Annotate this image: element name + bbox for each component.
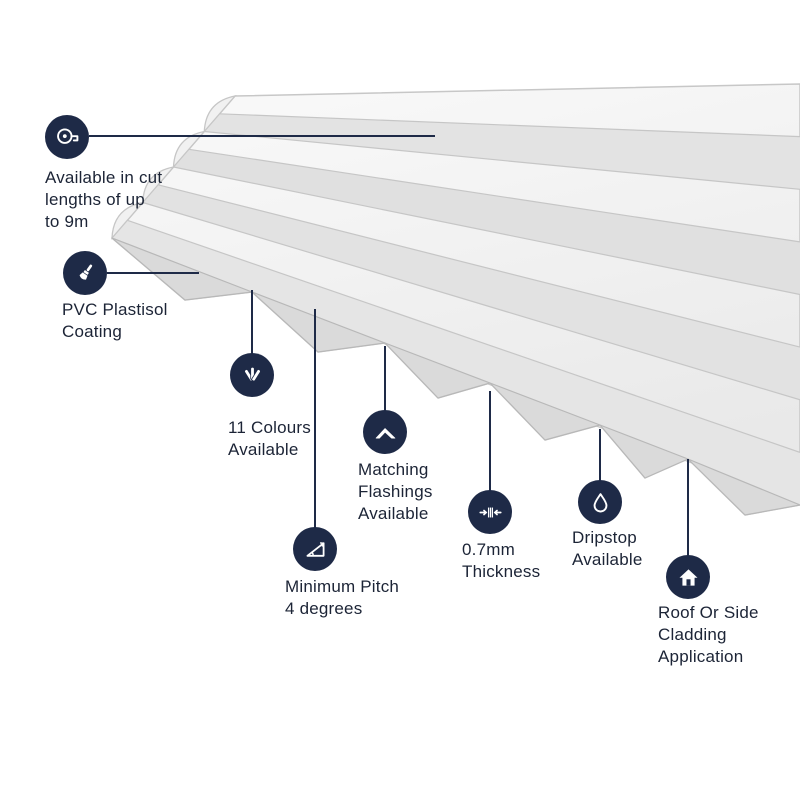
callout-label-colours: 11 Colours Available — [228, 418, 311, 459]
callout-label-cut-lengths: Available in cut lengths of up to 9m — [45, 168, 163, 231]
pitch-angle-icon — [293, 527, 337, 571]
callout-line-flashings — [384, 346, 386, 411]
callout-label-flashings: Matching Flashings Available — [358, 460, 433, 523]
callout-line-cladding — [687, 459, 689, 556]
home-icon — [666, 555, 710, 599]
colour-fan-icon — [230, 353, 274, 397]
flashing-icon — [363, 410, 407, 454]
callout-line-dripstop — [599, 429, 601, 481]
callout-label-dripstop: Dripstop Available — [572, 528, 643, 569]
tape-measure-icon — [45, 115, 89, 159]
callout-line-colours — [251, 290, 253, 354]
paintbrush-icon — [63, 251, 107, 295]
callout-line-pvc-coating — [107, 272, 199, 274]
callout-label-pitch: Minimum Pitch 4 degrees — [285, 577, 400, 618]
thickness-gauge-icon — [468, 490, 512, 534]
callout-line-pitch — [314, 309, 316, 528]
callout-label-cladding: Roof Or Side Cladding Application — [658, 603, 759, 666]
callout-label-thickness: 0.7mm Thickness — [462, 540, 541, 581]
callout-line-thickness — [489, 391, 491, 491]
droplet-icon — [578, 480, 622, 524]
callout-line-cut-lengths — [89, 135, 435, 137]
callout-label-pvc-coating: PVC Plastisol Coating — [62, 300, 168, 341]
